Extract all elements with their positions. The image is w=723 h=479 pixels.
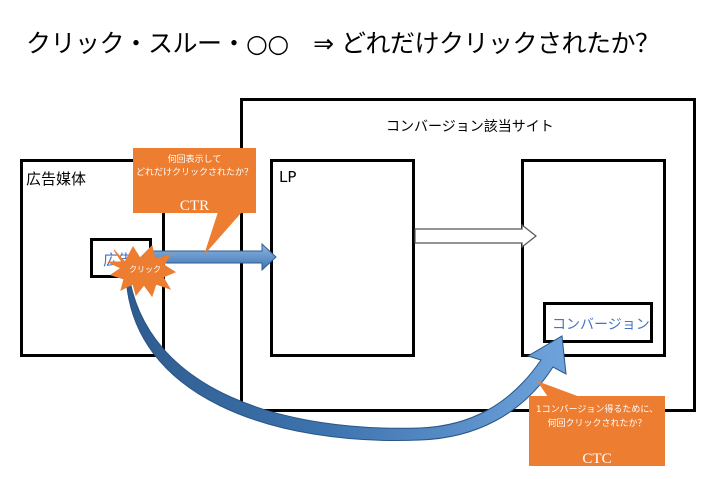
lp-label: LP	[279, 168, 297, 186]
page-title: クリック・スルー・○○ ⇒ どれだけクリックされたか？	[26, 29, 660, 58]
conversion-site-label: コンバージョン該当サイト	[386, 119, 554, 135]
click-to-conversion-arc	[125, 268, 567, 441]
ad-media-label: 広告媒体	[26, 170, 87, 188]
ctr-question-line1: 何回表示して	[167, 155, 222, 165]
ctc-question-line1: 1コンバージョン得るために、	[535, 405, 659, 415]
conversion-label: コンバージョン	[552, 317, 650, 333]
ctr-question-line2: どれだけクリックされたか？	[135, 168, 253, 178]
lp-box	[270, 159, 415, 357]
lp-to-page-arrow	[414, 223, 537, 249]
ctr-metric-label: CTR	[179, 198, 210, 214]
ctc-metric-label: CTC	[582, 451, 612, 467]
click-burst-label: クリック	[129, 265, 161, 274]
ctc-question-line2: 何回クリックされたか？	[547, 419, 647, 429]
ad-to-lp-arrow	[151, 242, 277, 272]
ctc-callout	[529, 381, 665, 466]
ctr-callout	[133, 148, 256, 255]
click-burst-shape	[107, 245, 177, 298]
